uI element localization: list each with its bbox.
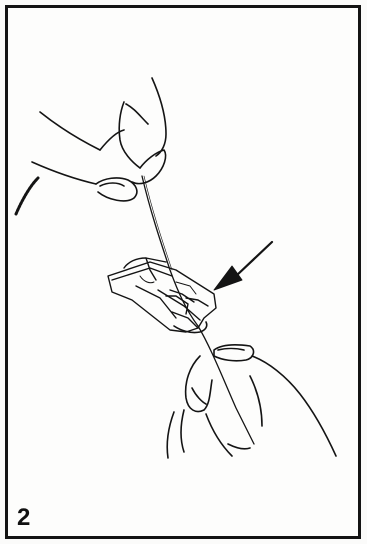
step-number: 2 xyxy=(17,504,30,532)
thread-end-icon xyxy=(16,178,38,214)
thread-icon xyxy=(142,176,254,444)
lower-hand-icon xyxy=(167,345,336,458)
presser-foot-icon xyxy=(108,258,216,333)
upper-hand-icon xyxy=(32,78,166,201)
arrow-icon xyxy=(214,242,272,290)
